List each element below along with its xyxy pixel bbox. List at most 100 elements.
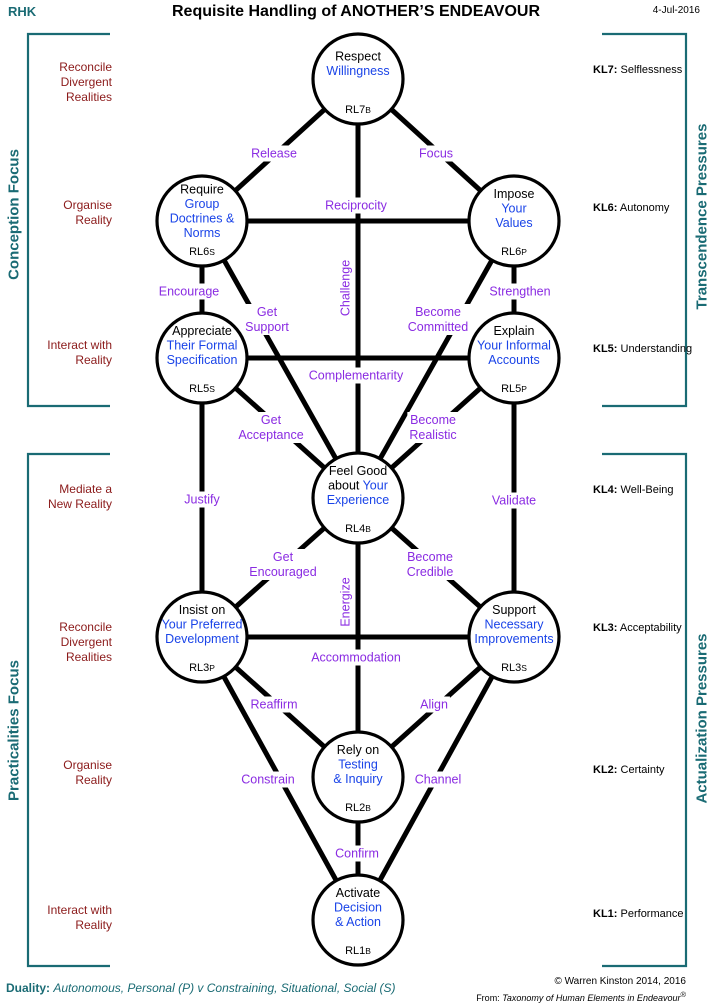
kl-label: KL1: Performance xyxy=(593,908,684,920)
source-citation: From: Taxonomy of Human Elements in Ende… xyxy=(476,990,686,1003)
actualization-pressures-label: Actualization Pressures xyxy=(693,633,711,804)
svg-text:Focus: Focus xyxy=(419,147,453,161)
svg-text:RL2B: RL2B xyxy=(345,802,371,814)
svg-text:RL7B: RL7B xyxy=(345,104,371,116)
svg-text:Strengthen: Strengthen xyxy=(489,285,550,299)
link-label-energize: Energize xyxy=(337,575,354,629)
kl-label: KL7: Selflessness xyxy=(593,64,683,76)
conception-focus-label: Conception Focus xyxy=(5,149,23,280)
svg-text:RL5P: RL5P xyxy=(501,383,527,395)
link-label-strengthen: Strengthen xyxy=(487,283,553,300)
focus-bracket xyxy=(26,452,110,968)
rhk-label: RHK xyxy=(8,4,37,19)
focus-bracket xyxy=(602,32,688,408)
svg-text:Accommodation: Accommodation xyxy=(311,651,401,665)
focus-bracket xyxy=(602,452,688,968)
link-label-align: Align xyxy=(418,696,450,713)
svg-text:Channel: Channel xyxy=(415,773,462,787)
link-label-justify: Justify xyxy=(182,491,223,508)
date-label: 4-Jul-2016 xyxy=(652,5,700,16)
svg-text:Confirm: Confirm xyxy=(335,847,379,861)
svg-text:RL6S: RL6S xyxy=(189,246,215,258)
link-label-focus: Focus xyxy=(416,145,456,162)
svg-text:Validate: Validate xyxy=(492,494,536,508)
link-label-confirm: Confirm xyxy=(333,845,381,862)
link-label-accommodation: Accommodation xyxy=(309,649,403,666)
kl-label: KL2: Certainty xyxy=(593,764,665,776)
svg-text:Reciprocity: Reciprocity xyxy=(325,199,388,213)
link-label-challenge: Challenge xyxy=(337,257,354,319)
svg-text:RL3P: RL3P xyxy=(189,662,215,674)
link-label-encourage: Encourage xyxy=(156,283,222,300)
copyright: © Warren Kinston 2014, 2016 xyxy=(554,976,686,987)
svg-text:RL3S: RL3S xyxy=(501,662,527,674)
svg-text:Reaffirm: Reaffirm xyxy=(250,698,297,712)
link-label-release: Release xyxy=(249,145,299,162)
svg-text:RL1B: RL1B xyxy=(345,945,371,957)
svg-text:Encourage: Encourage xyxy=(159,285,220,299)
svg-text:Release: Release xyxy=(251,147,297,161)
kl-label: KL6: Autonomy xyxy=(593,202,670,214)
transcendence-pressures-label: Transcendence Pressures xyxy=(693,123,711,310)
link-label-validate: Validate xyxy=(489,492,539,509)
svg-text:Challenge: Challenge xyxy=(339,260,353,316)
link-label-complementarity: Complementarity xyxy=(306,367,406,384)
svg-text:Align: Align xyxy=(420,698,448,712)
page-title: Requisite Handling of ANOTHER’S ENDEAVOU… xyxy=(171,3,540,20)
svg-text:Energize: Energize xyxy=(339,577,353,626)
practicalities-focus-label: Practicalities Focus xyxy=(5,660,23,801)
svg-text:Justify: Justify xyxy=(184,493,220,507)
link-label-reciprocity: Reciprocity xyxy=(323,197,390,214)
svg-text:Complementarity: Complementarity xyxy=(309,369,404,383)
svg-text:RL6P: RL6P xyxy=(501,246,527,258)
duality-footnote: Duality: Autonomous, Personal (P) v Cons… xyxy=(6,981,396,995)
svg-text:RL4B: RL4B xyxy=(345,523,371,535)
kl-label: KL3: Acceptability xyxy=(593,622,682,634)
focus-bracket xyxy=(26,32,110,408)
svg-text:RL5S: RL5S xyxy=(189,383,215,395)
kl-label: KL4: Well-Being xyxy=(593,484,674,496)
link-label-reaffirm: Reaffirm xyxy=(248,696,300,713)
link-label-constrain: Constrain xyxy=(239,771,297,788)
